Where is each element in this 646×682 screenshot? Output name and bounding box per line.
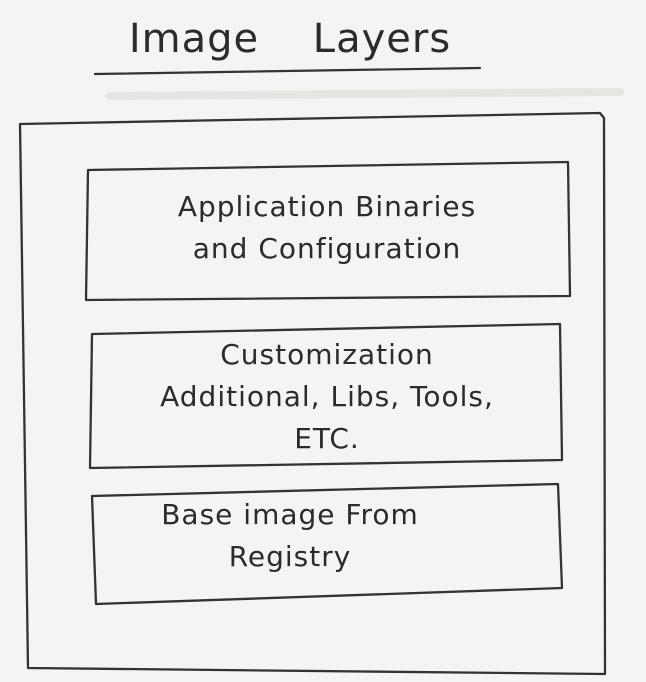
layer-box-base-image (90, 482, 564, 606)
layer-label-base-image: Base image From Registry (100, 494, 480, 578)
smudge-mark (106, 88, 624, 100)
layer-label-line: Customization (220, 338, 434, 371)
layer-box-application (84, 160, 572, 302)
diagram-title: Image Layers (128, 16, 452, 62)
layer-box-customization (88, 322, 564, 470)
layer-label-line: Registry (228, 540, 352, 573)
layer-label-line: Application Binaries (177, 190, 477, 223)
layer-label-line: Additional, Libs, Tools, (160, 380, 494, 413)
layer-label-line: Base image From (161, 498, 419, 531)
outer-container (18, 111, 607, 676)
layer-label-application: Application Binaries and Configuration (92, 186, 562, 270)
layer-label-line: ETC. (294, 422, 360, 455)
layer-label-line: and Configuration (192, 232, 462, 265)
title-underline (93, 66, 482, 76)
layer-label-customization: Customization Additional, Libs, Tools, E… (92, 334, 562, 460)
